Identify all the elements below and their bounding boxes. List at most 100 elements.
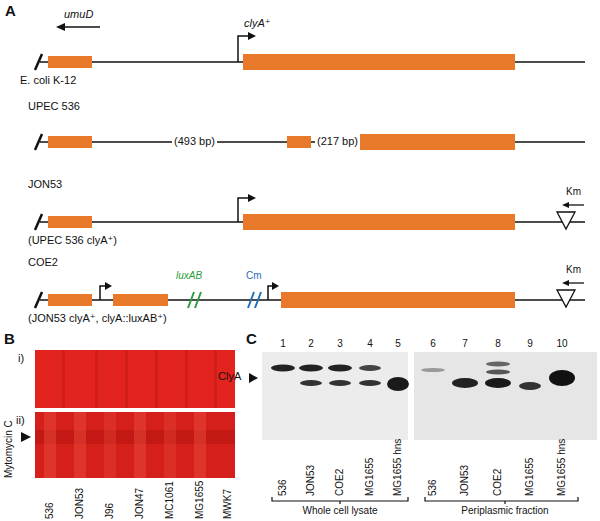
arrow-head	[562, 202, 569, 208]
plate-streak	[155, 350, 158, 408]
lane-label: 536	[427, 479, 439, 496]
insert-mark	[255, 292, 261, 308]
lane-label: 536	[277, 479, 289, 496]
lane-number: 7	[462, 338, 468, 350]
panel-letter: C	[246, 330, 257, 347]
gene-box	[48, 216, 92, 228]
arrow-head	[56, 23, 65, 31]
gene-box	[48, 136, 92, 148]
protein-band	[452, 378, 478, 388]
lane-label: MG1655	[194, 481, 206, 519]
lane-number: 9	[527, 338, 533, 350]
protein-band	[299, 365, 323, 372]
gene-name: clyA⁺	[244, 17, 271, 30]
lane-label: MWK7	[222, 489, 234, 519]
lane-number: 8	[495, 338, 501, 350]
gene-box	[281, 292, 515, 308]
arrow-head	[562, 280, 569, 286]
marker-name: Km	[566, 264, 581, 276]
gene-box	[360, 134, 515, 150]
marker-triangle	[21, 432, 31, 442]
lane-label: J96	[104, 503, 116, 519]
plate-streak	[74, 412, 86, 478]
plate-streak	[62, 350, 65, 408]
marker-name: Cm	[246, 270, 262, 282]
lane-label: MG1655	[364, 458, 376, 496]
lane-number: 1	[280, 338, 286, 350]
insertion-triangle	[557, 212, 575, 229]
direction-arrow	[64, 26, 100, 28]
plate-streak	[185, 350, 188, 408]
lane-number: 6	[430, 338, 436, 350]
plate-image	[35, 350, 235, 408]
gene-box	[48, 56, 92, 68]
plate-streak	[104, 412, 116, 478]
insertion-triangle	[557, 290, 575, 307]
promoter-arrow	[268, 286, 272, 300]
protein-band	[300, 380, 322, 386]
group-bracket	[272, 497, 408, 504]
lane-number: 4	[367, 338, 373, 350]
lane-number: 5	[395, 338, 401, 350]
marker-triangle	[249, 373, 258, 383]
protein-band	[329, 380, 351, 386]
lane-label: COE2	[492, 469, 504, 496]
lane-label: MG1655 hns	[392, 439, 404, 496]
gene-box	[243, 54, 515, 70]
blot-image	[262, 352, 408, 440]
panel-letter: A	[5, 2, 16, 19]
lane-label: JON53	[459, 465, 471, 496]
marker-name: Km	[566, 186, 581, 198]
lane-label: COE2	[334, 469, 346, 496]
insert-mark	[195, 292, 201, 308]
gene-box	[113, 294, 168, 306]
strain-name: UPEC 536	[28, 100, 80, 113]
protein-band	[271, 365, 295, 372]
lane-label: JON47	[134, 488, 146, 519]
size-label: (217 bp)	[315, 135, 360, 148]
protein-band	[549, 370, 575, 386]
group-label: Periplasmic fraction	[461, 505, 548, 517]
protein-band	[328, 365, 352, 372]
lane-number: 10	[556, 338, 567, 350]
group-bracket	[425, 497, 578, 504]
plate-image	[35, 412, 235, 478]
lane-label: 536	[44, 502, 56, 519]
genotype-label: (JON53 clyA⁺, clyA::luxAB⁺)	[28, 312, 167, 325]
arrow-head	[248, 32, 256, 40]
insert-mark	[188, 292, 194, 308]
protein-band	[486, 362, 510, 367]
plate-streak	[134, 412, 146, 478]
blot-image	[414, 352, 597, 440]
plate-streak	[95, 350, 98, 408]
gene-name: umuD	[64, 8, 93, 21]
arrow-head	[105, 282, 112, 290]
strain-name: E. coli K-12	[20, 74, 76, 87]
insert-name: luxAB	[176, 270, 202, 282]
subpanel-label: i)	[18, 352, 24, 365]
protein-band	[519, 382, 541, 390]
protein-band	[359, 365, 381, 371]
condition-label: Mytomycin C	[3, 420, 15, 478]
lane-number: 2	[308, 338, 314, 350]
genotype-label: (UPEC 536 clyA⁺)	[28, 234, 117, 247]
arrow-head	[248, 194, 256, 202]
plate-streak	[44, 412, 56, 478]
gene-fragment	[287, 136, 311, 148]
gene-box	[243, 214, 515, 230]
direction-arrow	[568, 204, 584, 205]
lane-label: MG1655	[524, 458, 536, 496]
protein-band	[485, 378, 511, 388]
band-label: ClyA	[218, 370, 241, 383]
strain-name: JON53	[28, 178, 62, 191]
plate-streak	[125, 350, 128, 408]
lane-label: JON53	[305, 465, 317, 496]
group-label: Whole cell lysate	[302, 505, 377, 517]
size-label: (493 bp)	[172, 135, 217, 148]
plate-streak	[214, 350, 217, 408]
protein-band	[421, 368, 445, 372]
gene-box	[48, 294, 92, 306]
protein-band	[387, 377, 409, 391]
